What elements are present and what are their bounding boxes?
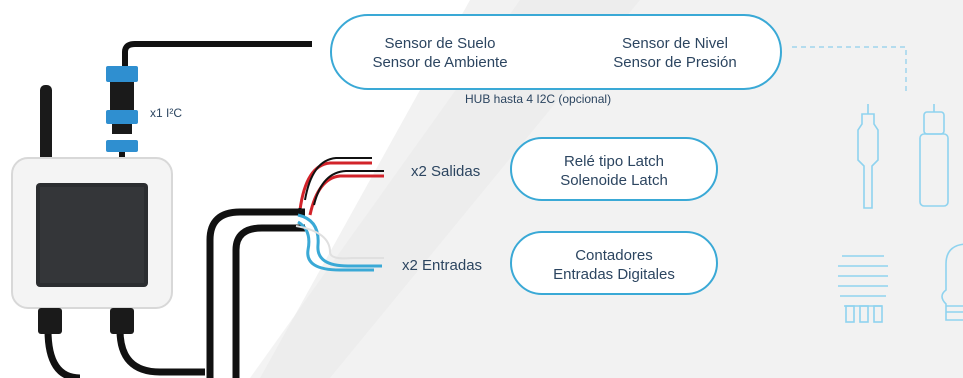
cable-gland-left [38,308,62,334]
soil-probe-icon [857,104,879,209]
pressure-sensor-icon [941,243,963,321]
cable-gland-right [110,308,134,334]
sensor-suelo-text: Sensor de Suelo [384,35,496,52]
ambient-sensor-icon [838,255,888,323]
rele-latch-text: Relé tipo Latch [563,153,665,170]
sensor-presion-text: Sensor de Presión [613,54,737,71]
hub-caption: HUB hasta 4 I2C (opcional) [465,92,612,106]
i2c-label: x1 I²C [150,106,183,120]
i2c-connector-icon [106,66,138,82]
contadores-text: Contadores [575,247,653,264]
antenna-icon [40,85,52,175]
sensor-nivel-text: Sensor de Nivel [622,35,728,52]
level-probe-icon [919,104,949,207]
entradas-digitales-text: Entradas Digitales [553,266,675,283]
sensor-icons [838,104,963,323]
sensors-box [330,14,782,90]
device-illustration [11,66,173,334]
solenoide-latch-text: Solenoide Latch [560,172,668,189]
inputs-label: x2 Entradas [402,257,483,274]
sensor-ambiente-text: Sensor de Ambiente [372,54,508,71]
outputs-label: x2 Salidas [411,163,481,180]
inputs-box [510,231,718,295]
outputs-box [510,137,718,201]
